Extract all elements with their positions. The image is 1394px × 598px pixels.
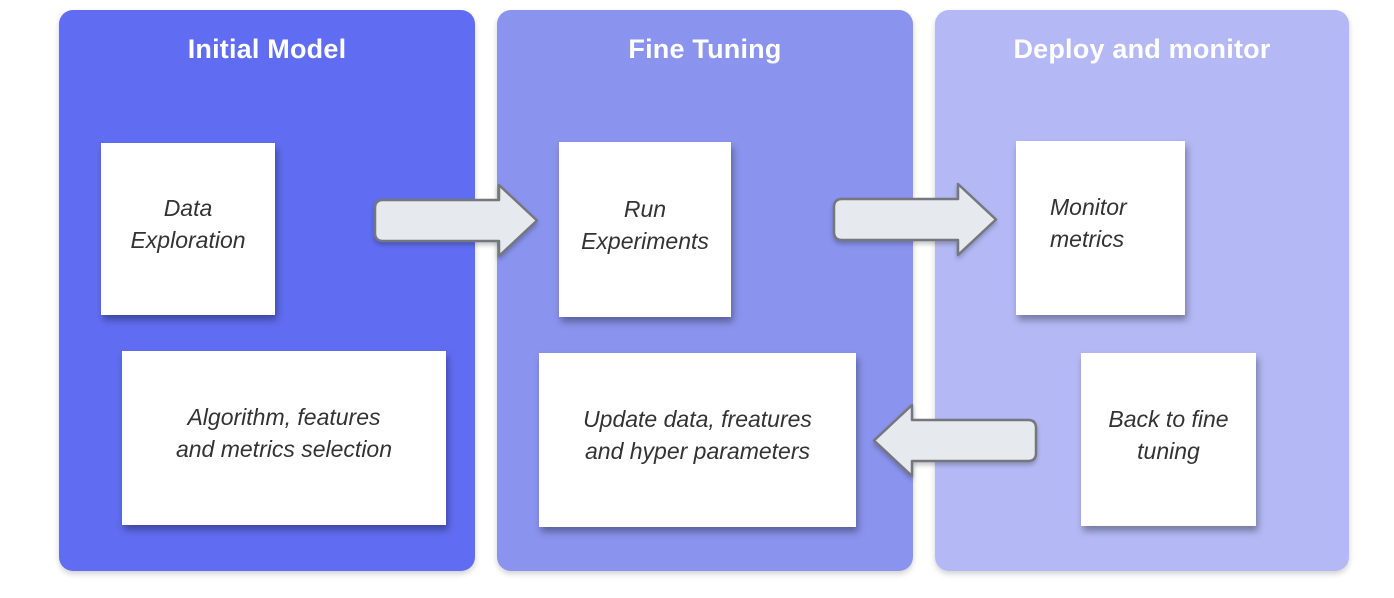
step-card-run-experiments: Run Experiments [559, 142, 731, 317]
arrow-left-icon [871, 402, 1039, 479]
stage-title-fine-tuning: Fine Tuning [628, 34, 782, 64]
step-card-monitor-metrics: Monitor metrics [1016, 141, 1185, 315]
step-card-back-to-fine-tuning: Back to fine tuning [1081, 353, 1256, 526]
stage-title-initial-model: Initial Model [187, 34, 347, 64]
step-card-data-exploration: Data Exploration [101, 143, 275, 315]
step-card-update-data-hyper-parameters: Update data, freatures and hyper paramet… [539, 353, 856, 527]
stage-title-deploy-and-monitor: Deploy and monitor [1013, 34, 1271, 64]
step-card-algorithm-features-metrics: Algorithm, features and metrics selectio… [122, 351, 446, 525]
arrow-right-icon [831, 181, 999, 258]
arrow-right-icon [372, 182, 540, 259]
